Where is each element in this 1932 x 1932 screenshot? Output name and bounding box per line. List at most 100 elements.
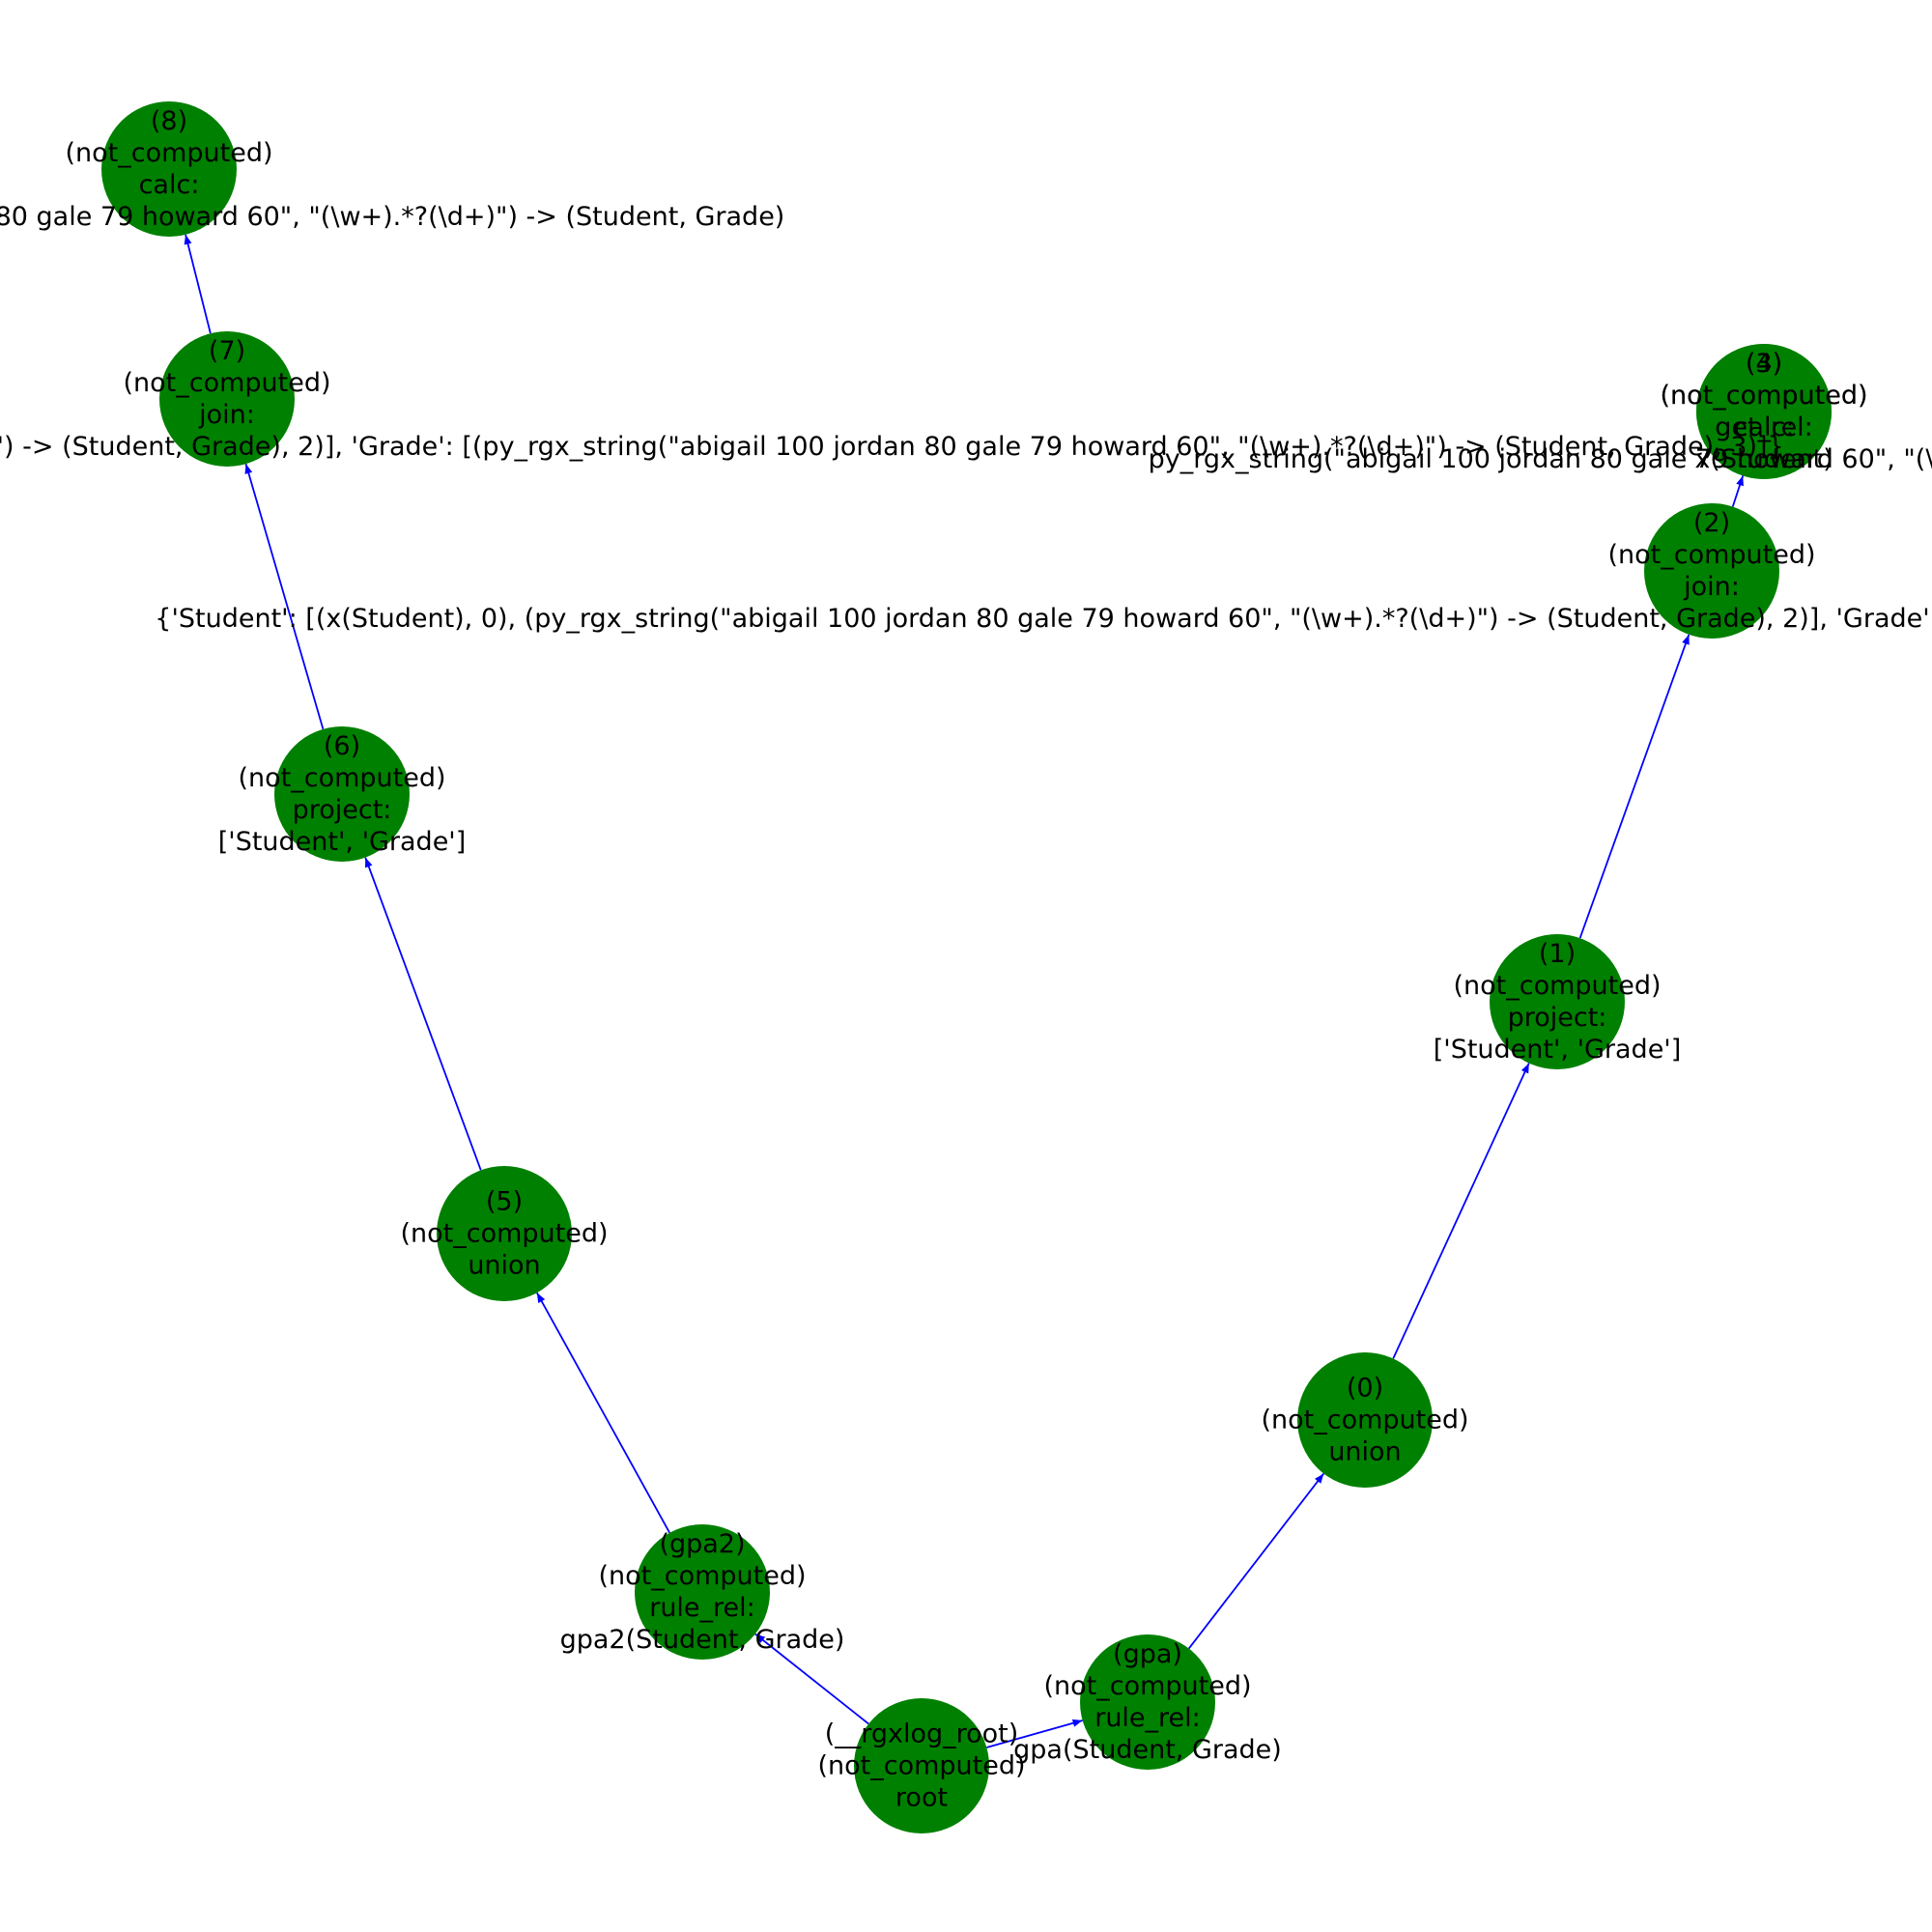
node-label-line: (not_computed)	[1660, 381, 1867, 411]
node-label-line: gpa2(Student, Grade)	[560, 1625, 845, 1655]
node-label-5: (5)(not_computed)union	[400, 1187, 608, 1281]
edge-1-to-2	[1578, 634, 1690, 939]
node-8[interactable]	[101, 101, 237, 237]
node-label-line: (4)	[1746, 349, 1782, 379]
node-label-3: (3)(not_computed)get_rel:x(Student)	[1660, 349, 1867, 474]
node-label-line: (6)	[324, 731, 360, 761]
edge-gpa2-to-5	[536, 1292, 670, 1534]
arrow-head-icon	[364, 857, 373, 868]
edge-7-to-8	[184, 234, 212, 334]
edge-line	[1392, 1063, 1530, 1359]
edge-line	[185, 234, 212, 334]
node-label-line: py_rgx_string("abigail 100 jordan 80 gal…	[1149, 444, 1932, 474]
node-label-line: project:	[293, 795, 392, 825]
node-label-line: (7)	[209, 336, 245, 366]
node-4[interactable]	[1696, 344, 1832, 479]
edge-2-to-4	[1731, 475, 1745, 507]
arrow-head-icon	[244, 464, 253, 474]
node-label-gpa2: (gpa2)(not_computed)rule_rel:gpa2(Studen…	[560, 1529, 845, 1655]
node-label-line: gpa(Student, Grade)	[1013, 1735, 1282, 1765]
node-label-line: union	[468, 1251, 540, 1281]
edge-5-to-6	[364, 857, 482, 1171]
edge-line	[986, 1719, 1083, 1748]
node-label-line: project:	[1508, 1003, 1607, 1033]
node-label-line: ['Student', 'Grade']	[1434, 1035, 1682, 1065]
node-label-line: (not_computed)	[1607, 540, 1815, 570]
node-5[interactable]	[437, 1166, 572, 1301]
node-label-line: py_rgx_string("abigail 100 jordan 80 gal…	[0, 202, 784, 232]
node-label-line: (gpa2)	[659, 1529, 745, 1559]
node-label-line: (not_computed)	[1261, 1406, 1468, 1435]
edge-root-to-gpa2	[754, 1633, 869, 1725]
node-label-1: (1)(not_computed)project:['Student', 'Gr…	[1434, 939, 1682, 1065]
node-label-line: calc:	[1734, 412, 1795, 442]
arrow-head-icon	[536, 1293, 546, 1303]
arrow-head-icon	[1682, 634, 1690, 645]
node-label-line: (not_computed)	[400, 1219, 608, 1249]
edge-root-to-gpa	[986, 1719, 1083, 1748]
node-label-line: calc:	[139, 170, 200, 200]
node-label-line: join:	[1683, 572, 1740, 602]
node-label-line: (gpa)	[1113, 1639, 1182, 1669]
node-0[interactable]	[1297, 1352, 1433, 1488]
edge-line	[1578, 634, 1690, 939]
edge-line	[364, 857, 482, 1171]
node-label-0: (0)(not_computed)union	[1261, 1374, 1468, 1467]
node-label-line: (not_computed)	[1043, 1671, 1251, 1701]
node-gpa[interactable]	[1080, 1634, 1215, 1770]
node-label-root: (__rgxlog_root)(not_computed)root	[817, 1719, 1025, 1813]
nodes-layer	[101, 101, 1832, 1833]
edge-line	[536, 1292, 670, 1534]
node-label-line: x(Student)	[1694, 444, 1833, 474]
node-label-line: (not_computed)	[598, 1561, 806, 1591]
node-label-line: (not_computed)	[123, 368, 330, 398]
edges-layer	[184, 234, 1745, 1748]
node-label-8: (8)(not_computed)calc:py_rgx_string("abi…	[0, 106, 784, 232]
arrow-head-icon	[1736, 475, 1744, 487]
node-label-line: join:	[198, 400, 255, 430]
node-6[interactable]	[274, 726, 410, 862]
arrow-head-icon	[754, 1634, 766, 1643]
node-label-line: {'Student': [(x(Student), 0), (py_rgx_st…	[0, 432, 1784, 462]
node-label-line: (not_computed)	[817, 1751, 1025, 1781]
node-label-line: (not_computed)	[238, 763, 445, 793]
node-label-line: (not_computed)	[1660, 381, 1867, 411]
node-1[interactable]	[1490, 934, 1625, 1069]
arrow-head-icon	[1520, 1063, 1529, 1074]
arrow-head-icon	[184, 234, 192, 245]
node-label-gpa: (gpa)(not_computed)rule_rel:gpa(Student,…	[1013, 1639, 1282, 1765]
node-label-4: (4)(not_computed)calc:py_rgx_string("abi…	[1149, 349, 1932, 474]
node-label-line: (__rgxlog_root)	[825, 1719, 1019, 1749]
node-gpa2[interactable]	[635, 1524, 770, 1660]
node-label-line: (not_computed)	[1453, 971, 1661, 1001]
node-label-line: rule_rel:	[649, 1593, 755, 1623]
edge-gpa-to-0	[1188, 1472, 1324, 1650]
node-label-line: root	[895, 1783, 948, 1813]
node-label-line: (3)	[1746, 349, 1782, 379]
edge-line	[1188, 1472, 1324, 1650]
node-label-line: (8)	[151, 106, 187, 136]
node-label-line: (2)	[1693, 508, 1730, 538]
node-label-line: union	[1328, 1437, 1401, 1467]
labels-layer: (8)(not_computed)calc:py_rgx_string("abi…	[0, 106, 1932, 1813]
node-label-line: (0)	[1347, 1374, 1383, 1404]
edge-0-to-1	[1392, 1063, 1530, 1359]
node-label-2: (2)(not_computed)join:{'Student': [(x(St…	[155, 508, 1932, 634]
node-label-line: {'Student': [(x(Student), 0), (py_rgx_st…	[155, 604, 1932, 634]
edge-6-to-7	[244, 463, 325, 730]
node-label-line: get_rel:	[1715, 412, 1813, 442]
node-label-6: (6)(not_computed)project:['Student', 'Gr…	[218, 731, 467, 857]
node-label-line: (1)	[1539, 939, 1576, 969]
edge-line	[754, 1633, 869, 1725]
node-2[interactable]	[1644, 503, 1779, 639]
node-7[interactable]	[159, 331, 295, 467]
node-root[interactable]	[854, 1698, 989, 1833]
node-label-line: ['Student', 'Grade']	[218, 827, 467, 857]
edge-line	[244, 463, 325, 730]
node-label-7: (7)(not_computed)join:{'Student': [(x(St…	[0, 336, 1784, 462]
arrow-head-icon	[1315, 1473, 1324, 1484]
node-label-line: (5)	[486, 1187, 523, 1217]
node-label-line: rule_rel:	[1094, 1703, 1201, 1733]
node-label-line: (not_computed)	[65, 138, 272, 168]
